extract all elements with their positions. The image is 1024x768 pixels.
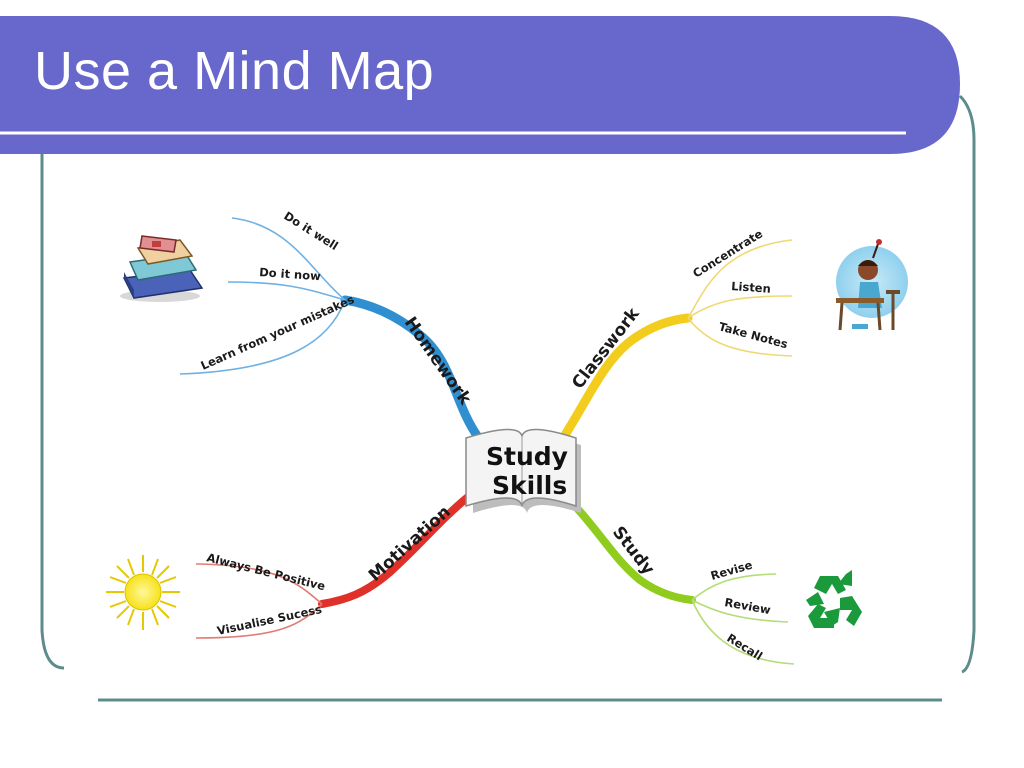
- center-label-line2: Skills: [492, 471, 567, 500]
- leaf-label: Always Be Positive: [205, 550, 327, 593]
- center-label-line1: Study: [486, 442, 568, 471]
- leaf-line: [687, 239, 793, 319]
- branch-homework-line: [340, 295, 483, 442]
- leaf-label: Concentrate: [690, 226, 765, 280]
- slide-title: Use a Mind Map: [34, 41, 435, 101]
- leaf-line: [691, 573, 777, 601]
- leaf-label: Review: [723, 595, 772, 617]
- leaf-label: Learn from your mistakes: [199, 292, 357, 373]
- branch-label: Classwork: [568, 304, 644, 393]
- leaf-line: [179, 299, 346, 375]
- leaf-line: [691, 599, 795, 665]
- leaf-line: [687, 317, 793, 357]
- title-banner: [0, 16, 960, 154]
- recycle-icon: [806, 570, 862, 628]
- branch-classwork-line: [560, 313, 693, 440]
- branch-motivation-line: [318, 493, 472, 608]
- stack-of-books-icon: [120, 235, 204, 302]
- branch-label: Homework: [400, 313, 475, 409]
- branch-motivation: Motivation Always Be Positive Visualise …: [195, 493, 472, 639]
- leaf-line: [195, 563, 323, 605]
- leaf-line: [231, 217, 346, 301]
- leaf-label: Do it now: [259, 265, 322, 283]
- frame-right-line: [958, 94, 976, 674]
- book-cover: [465, 428, 577, 508]
- leaf-line: [687, 295, 793, 319]
- leaf-label: Listen: [731, 279, 771, 296]
- branch-classwork: Classwork Concentrate Listen Take Notes: [560, 226, 793, 440]
- student-at-desk-icon: [836, 239, 908, 331]
- leaf-line: [227, 281, 346, 301]
- leaf-label: Do it well: [281, 209, 340, 253]
- branch-study-line: [570, 501, 696, 604]
- sun-icon: [106, 555, 180, 630]
- leaf-line: [691, 599, 789, 623]
- central-book: Study Skills: [465, 428, 581, 513]
- leaf-line: [195, 603, 323, 639]
- frame-left-line: [40, 150, 65, 670]
- branch-homework: Homework Do it well Do it now Learn from…: [179, 209, 483, 442]
- branch-label: Motivation: [365, 502, 455, 586]
- branch-study: Study Revise Review Recall: [570, 501, 795, 665]
